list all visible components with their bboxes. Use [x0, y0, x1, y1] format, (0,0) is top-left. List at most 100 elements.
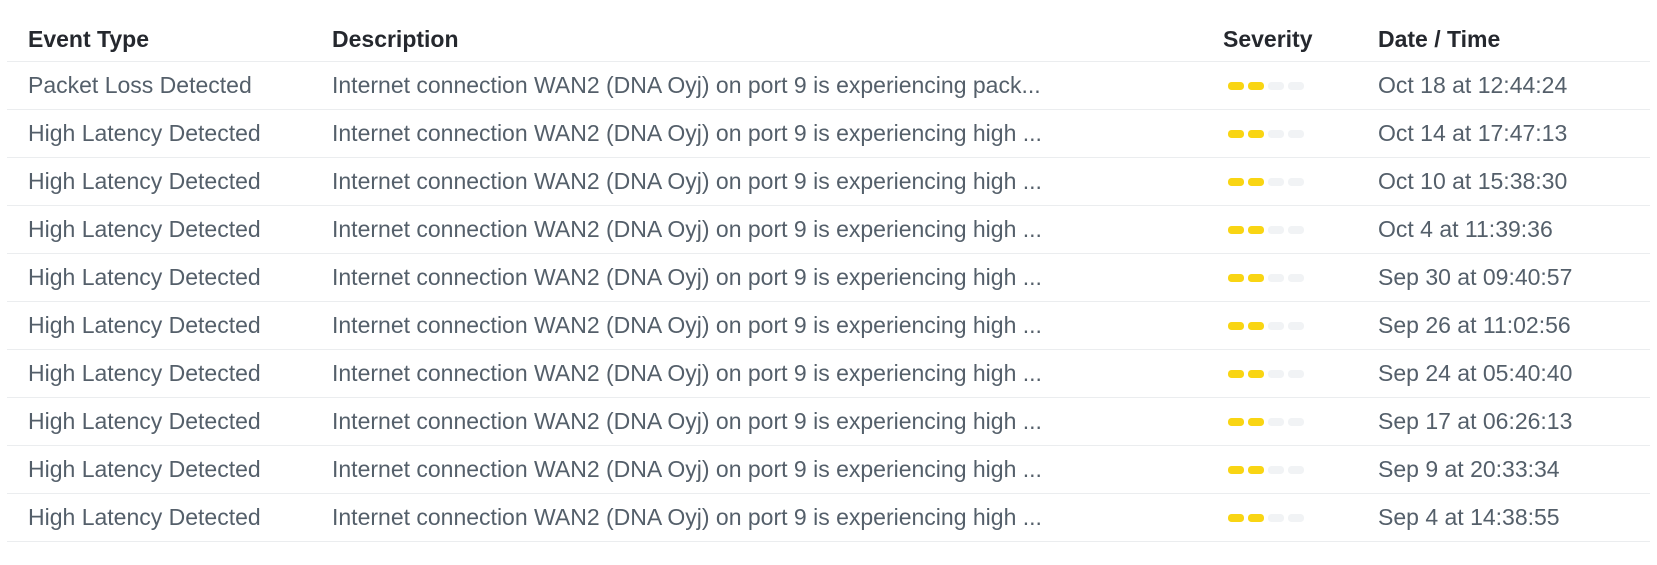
event-type-cell: High Latency Detected [28, 360, 261, 386]
header-divider [7, 61, 1650, 62]
datetime-cell: Sep 30 at 09:40:57 [1378, 264, 1573, 290]
row-divider [7, 397, 1650, 398]
table-row[interactable]: Packet Loss Detected Internet connection… [0, 62, 1657, 109]
severity-segment-inactive [1288, 369, 1304, 378]
description-cell: Internet connection WAN2 (DNA Oyj) on po… [332, 168, 1042, 194]
description-cell: Internet connection WAN2 (DNA Oyj) on po… [332, 312, 1042, 338]
table-row[interactable]: High Latency Detected Internet connectio… [0, 302, 1657, 349]
description-cell: Internet connection WAN2 (DNA Oyj) on po… [332, 456, 1042, 482]
datetime-cell: Sep 9 at 20:33:34 [1378, 456, 1560, 482]
description-cell: Internet connection WAN2 (DNA Oyj) on po… [332, 504, 1042, 530]
description-cell: Internet connection WAN2 (DNA Oyj) on po… [332, 120, 1042, 146]
severity-segment-active [1228, 177, 1244, 186]
severity-segment-active [1248, 513, 1264, 522]
severity-segment-active [1228, 417, 1244, 426]
datetime-cell: Sep 17 at 06:26:13 [1378, 408, 1573, 434]
description-cell: Internet connection WAN2 (DNA Oyj) on po… [332, 360, 1042, 386]
severity-segment-inactive [1268, 81, 1284, 90]
severity-segment-inactive [1268, 177, 1284, 186]
event-type-cell: High Latency Detected [28, 120, 261, 146]
table-row[interactable]: High Latency Detected Internet connectio… [0, 254, 1657, 301]
row-divider [7, 349, 1650, 350]
row-divider [7, 205, 1650, 206]
table-row[interactable]: High Latency Detected Internet connectio… [0, 158, 1657, 205]
severity-segment-inactive [1268, 465, 1284, 474]
severity-indicator [1223, 225, 1378, 234]
severity-indicator [1223, 129, 1378, 138]
event-type-cell: High Latency Detected [28, 264, 261, 290]
description-cell: Internet connection WAN2 (DNA Oyj) on po… [332, 408, 1042, 434]
event-type-cell: High Latency Detected [28, 216, 261, 242]
severity-segment-inactive [1268, 225, 1284, 234]
severity-segment-inactive [1288, 417, 1304, 426]
severity-indicator [1223, 273, 1378, 282]
table-row[interactable]: High Latency Detected Internet connectio… [0, 206, 1657, 253]
severity-segment-inactive [1268, 369, 1284, 378]
table-row[interactable]: High Latency Detected Internet connectio… [0, 494, 1657, 541]
table-header-row: Event Type Description Severity Date / T… [0, 0, 1657, 61]
severity-segment-inactive [1288, 513, 1304, 522]
severity-segment-inactive [1268, 321, 1284, 330]
event-type-cell: High Latency Detected [28, 312, 261, 338]
datetime-cell: Sep 24 at 05:40:40 [1378, 360, 1573, 386]
severity-segment-active [1248, 369, 1264, 378]
row-divider [7, 541, 1650, 542]
severity-indicator [1223, 417, 1378, 426]
datetime-cell: Oct 4 at 11:39:36 [1378, 216, 1553, 242]
table-row[interactable]: High Latency Detected Internet connectio… [0, 110, 1657, 157]
severity-segment-inactive [1288, 273, 1304, 282]
severity-segment-active [1248, 129, 1264, 138]
severity-segment-inactive [1268, 273, 1284, 282]
table-row[interactable]: High Latency Detected Internet connectio… [0, 446, 1657, 493]
row-divider [7, 253, 1650, 254]
severity-segment-inactive [1288, 465, 1304, 474]
event-type-cell: Packet Loss Detected [28, 72, 252, 98]
event-type-cell: High Latency Detected [28, 408, 261, 434]
datetime-cell: Sep 26 at 11:02:56 [1378, 312, 1571, 338]
severity-indicator [1223, 513, 1378, 522]
severity-segment-inactive [1288, 177, 1304, 186]
row-divider [7, 157, 1650, 158]
description-cell: Internet connection WAN2 (DNA Oyj) on po… [332, 264, 1042, 290]
event-log-table: Event Type Description Severity Date / T… [0, 0, 1657, 542]
severity-segment-active [1248, 417, 1264, 426]
severity-segment-active [1228, 225, 1244, 234]
column-header-severity: Severity [1223, 26, 1313, 52]
description-cell: Internet connection WAN2 (DNA Oyj) on po… [332, 216, 1042, 242]
severity-indicator [1223, 81, 1378, 90]
table-row[interactable]: High Latency Detected Internet connectio… [0, 350, 1657, 397]
severity-segment-active [1248, 177, 1264, 186]
event-type-cell: High Latency Detected [28, 504, 261, 530]
column-header-date-time: Date / Time [1378, 26, 1501, 52]
severity-segment-active [1248, 321, 1264, 330]
description-cell: Internet connection WAN2 (DNA Oyj) on po… [332, 72, 1041, 98]
severity-segment-active [1248, 81, 1264, 90]
severity-segment-active [1228, 513, 1244, 522]
severity-segment-inactive [1268, 129, 1284, 138]
severity-segment-active [1228, 273, 1244, 282]
severity-segment-inactive [1288, 321, 1304, 330]
severity-segment-inactive [1288, 225, 1304, 234]
datetime-cell: Oct 18 at 12:44:24 [1378, 72, 1568, 98]
row-divider [7, 109, 1650, 110]
severity-segment-inactive [1288, 129, 1304, 138]
severity-indicator [1223, 369, 1378, 378]
severity-segment-active [1228, 465, 1244, 474]
severity-indicator [1223, 465, 1378, 474]
row-divider [7, 493, 1650, 494]
datetime-cell: Oct 10 at 15:38:30 [1378, 168, 1568, 194]
severity-segment-inactive [1288, 81, 1304, 90]
row-divider [7, 301, 1650, 302]
severity-segment-active [1228, 129, 1244, 138]
event-type-cell: High Latency Detected [28, 168, 261, 194]
severity-segment-active [1248, 273, 1264, 282]
severity-segment-active [1228, 81, 1244, 90]
severity-segment-inactive [1268, 513, 1284, 522]
severity-indicator [1223, 177, 1378, 186]
severity-segment-active [1248, 225, 1264, 234]
table-row[interactable]: High Latency Detected Internet connectio… [0, 398, 1657, 445]
datetime-cell: Oct 14 at 17:47:13 [1378, 120, 1568, 146]
severity-segment-active [1228, 321, 1244, 330]
column-header-description: Description [332, 26, 459, 52]
datetime-cell: Sep 4 at 14:38:55 [1378, 504, 1560, 530]
